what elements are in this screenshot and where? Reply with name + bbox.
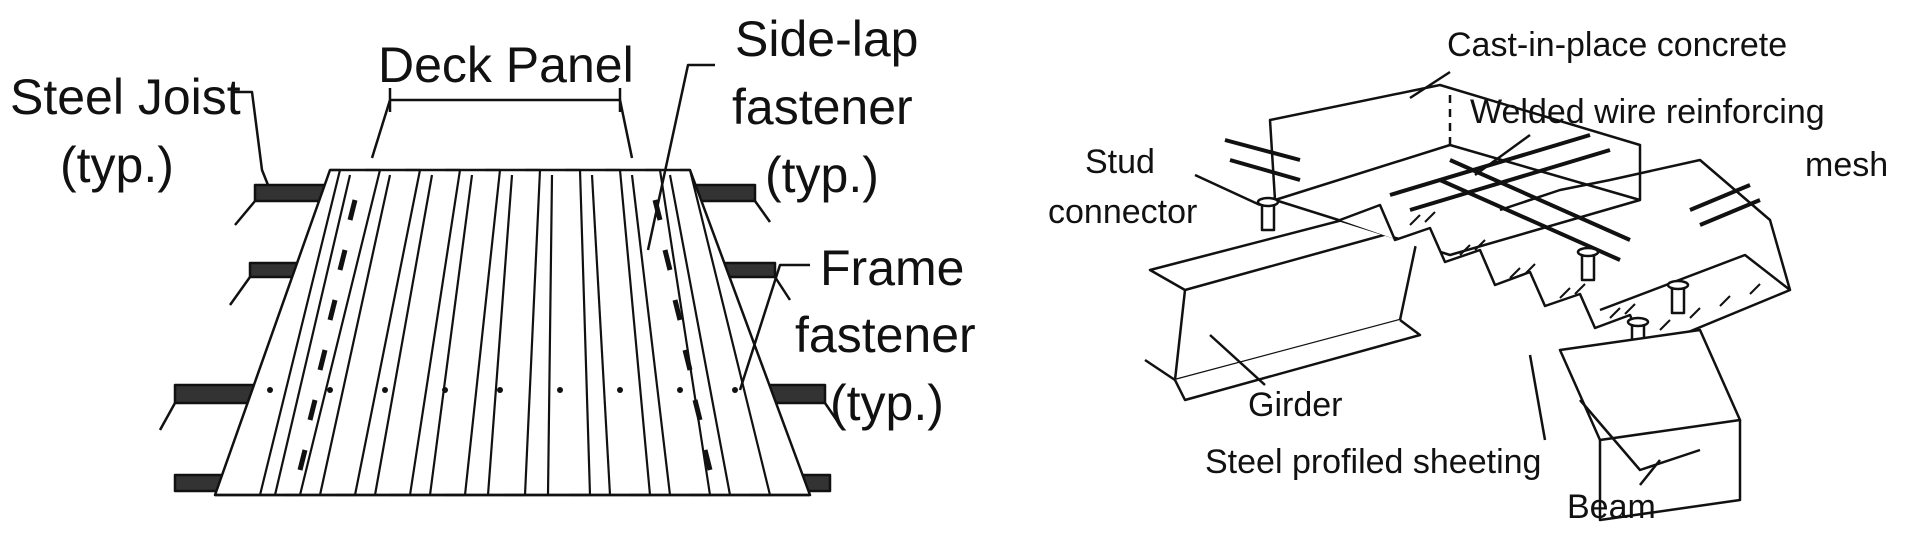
side-lap-leader	[646, 63, 715, 251]
frame-fastener-typ-label: (typ.)	[830, 375, 944, 431]
sheeting-leader	[1528, 354, 1547, 441]
concrete-label: Cast-in-place concrete	[1447, 26, 1788, 64]
steel-joist-leader	[232, 90, 270, 186]
steel-joist-typ-label: (typ.)	[60, 137, 174, 193]
frame-fastener-dots	[267, 387, 738, 393]
concrete-leader	[1409, 70, 1451, 100]
side-lap-typ-label: (typ.)	[765, 147, 879, 203]
mesh-label-1: Welded wire reinforcing	[1470, 93, 1825, 131]
deck-panel-dimension	[370, 88, 634, 159]
stud-label-2: connector	[1048, 193, 1198, 231]
stud-label-1: Stud	[1085, 143, 1155, 181]
stud-leader	[1194, 173, 1261, 207]
side-lap-label-2: fastener	[732, 79, 913, 135]
side-lap-label-1: Side-lap	[735, 11, 919, 67]
mesh-label-2: mesh	[1805, 146, 1889, 184]
sheeting-label: Steel profiled sheeting	[1205, 443, 1542, 481]
composite-slab-drawing	[1144, 70, 1792, 522]
girder-leader	[1209, 334, 1266, 386]
frame-fastener-leader	[738, 263, 810, 391]
beam-leader	[1639, 459, 1661, 486]
stud-connectors	[1256, 196, 1690, 352]
steel-joist-label: Steel Joist	[10, 69, 241, 125]
sheeting-embossments	[1409, 211, 1761, 331]
deck-panel-label: Deck Panel	[378, 37, 634, 93]
frame-fastener-label-2: fastener	[795, 307, 976, 363]
mesh-leader	[1474, 133, 1531, 177]
frame-fastener-label-1: Frame	[820, 240, 965, 296]
beam-label: Beam	[1567, 488, 1656, 526]
deck-ribs	[258, 168, 772, 497]
girder-label: Girder	[1248, 386, 1343, 424]
side-lap-fastener-marks	[297, 199, 713, 471]
